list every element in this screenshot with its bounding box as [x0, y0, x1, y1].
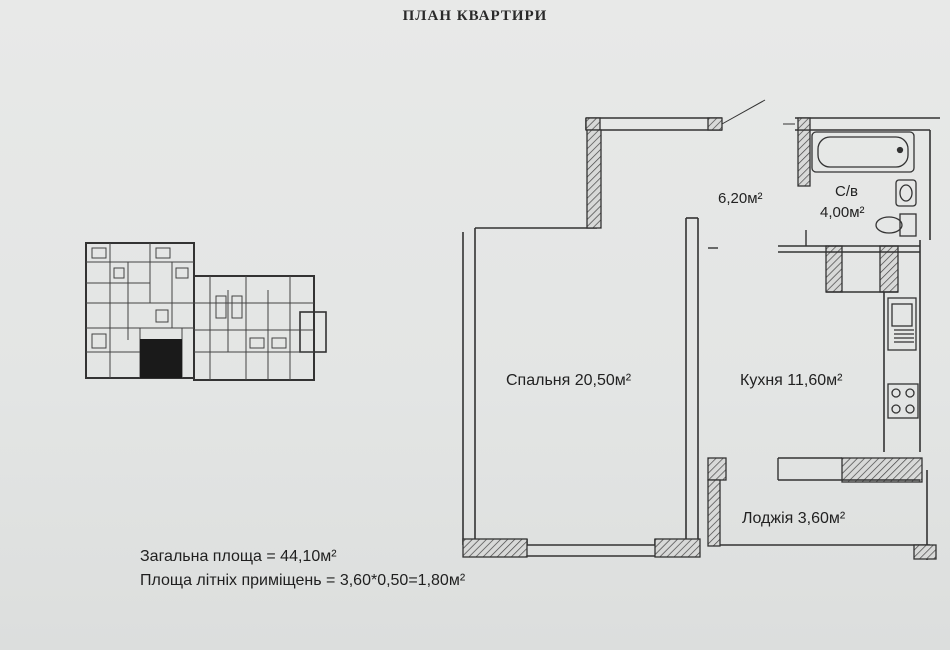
bathtub — [811, 131, 915, 173]
bedroom-label: Спальня 20,50м² — [506, 372, 632, 389]
stove — [887, 383, 919, 419]
toilet — [875, 213, 917, 237]
partitions — [708, 230, 920, 481]
loggia-label: Лоджія 3,60м² — [742, 510, 846, 527]
bathroom-name: С/в — [835, 183, 858, 200]
page-title: ПЛАН КВАРТИРИ — [402, 8, 548, 24]
door-swings — [721, 99, 795, 125]
building-key-plan — [85, 242, 327, 381]
hall-area: 6,20м² — [718, 190, 763, 207]
hatched-walls — [462, 117, 937, 560]
kitchen-label: Кухня 11,60м² — [740, 372, 843, 389]
total-area: Загальна площа = 44,10м² — [140, 548, 337, 565]
kitchen-sink — [887, 297, 917, 351]
wall-lines — [462, 117, 940, 560]
washbasin — [895, 179, 917, 207]
apartment-plan: 6,20м² С/в 4,00м² Спальня 20,50м² Кухня … — [462, 99, 940, 560]
summer-area: Площа літніх приміщень = 3,60*0,50=1,80м… — [140, 572, 466, 589]
bathroom-area: 4,00м² — [820, 204, 865, 221]
highlighted-apartment — [140, 339, 182, 378]
